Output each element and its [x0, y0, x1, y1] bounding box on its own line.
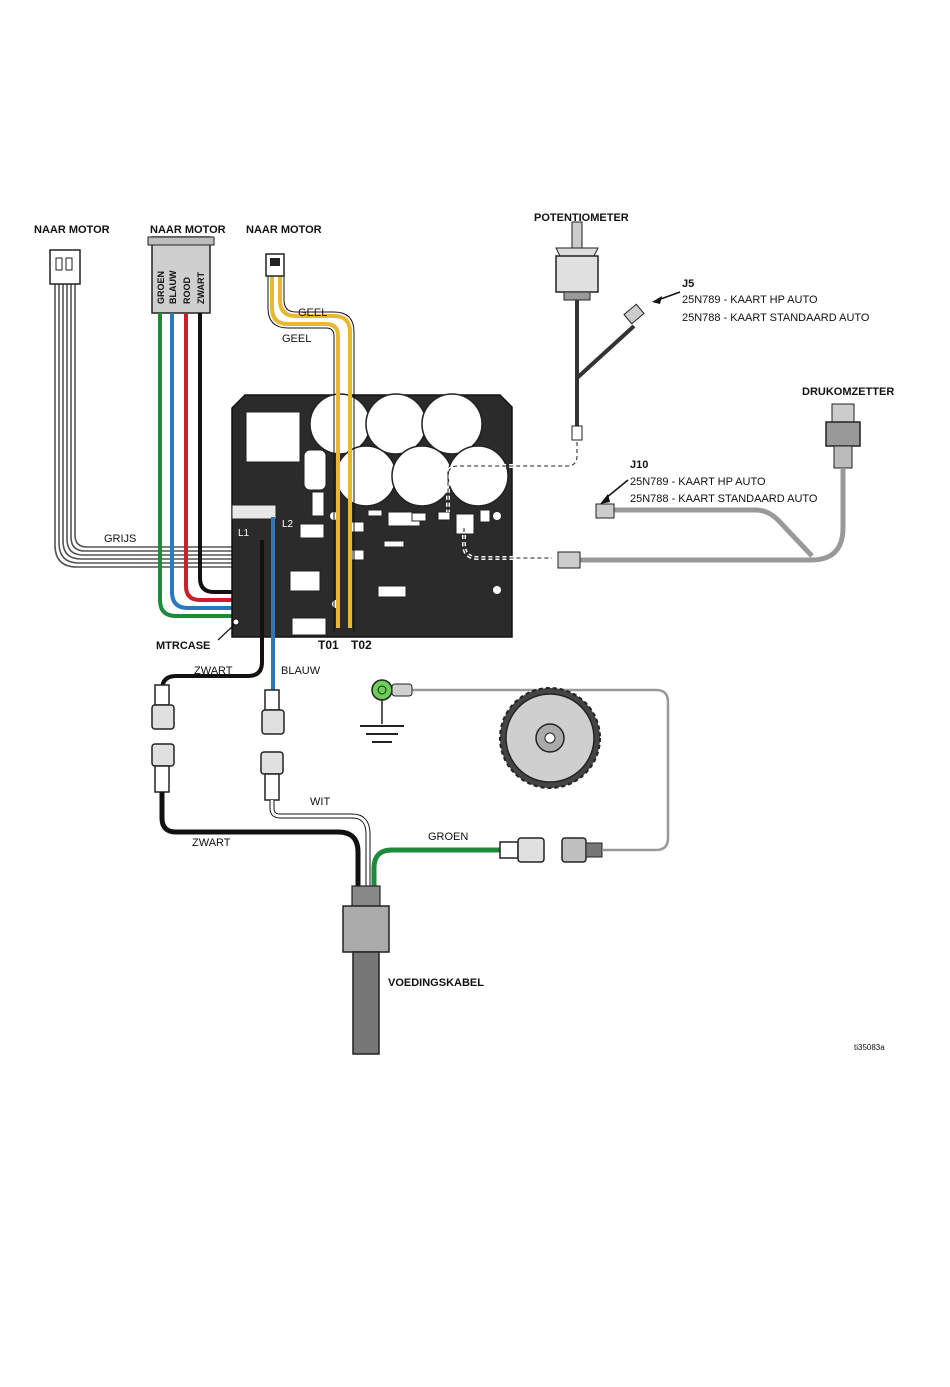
voedingskabel-label: VOEDINGSKABEL — [388, 977, 484, 989]
j5-label: J5 — [682, 278, 694, 290]
arrow-icon — [600, 480, 628, 504]
grijs-label: GRIJS — [104, 533, 136, 545]
motor-left-label: NAAR MOTOR — [34, 224, 110, 236]
arrow-icon — [652, 292, 680, 304]
t01-label: T01 — [318, 638, 339, 652]
j5-line1: 25N789 - KAART HP AUTO — [682, 294, 818, 306]
reference-code: ti35083a — [854, 1043, 885, 1052]
power-cable-boot — [352, 886, 380, 906]
wire-groen-power — [374, 850, 502, 888]
motor-right-label: NAAR MOTOR — [246, 224, 322, 236]
zwart-label-1: ZWART — [194, 665, 233, 677]
connector-wire-blauw: BLAUW — [168, 270, 178, 304]
power-cable — [353, 952, 379, 1054]
j10-line2: 25N788 - KAART STANDAARD AUTO — [630, 493, 818, 505]
wire-wit — [272, 800, 368, 888]
connector-wire-zwart: ZWART — [196, 272, 206, 304]
blauw-label: BLAUW — [281, 665, 321, 677]
l2-label: L2 — [282, 519, 294, 530]
ground-icon — [360, 680, 412, 742]
groen-label: GROEN — [428, 831, 468, 843]
j10-label: J10 — [630, 459, 648, 471]
connector-wire-rood: ROOD — [182, 276, 192, 304]
zwart-label-2: ZWART — [192, 837, 231, 849]
potentiometer — [556, 222, 598, 300]
wit-label: WIT — [310, 796, 330, 808]
potentiometer-label: POTENTIOMETER — [534, 212, 629, 224]
j5-line2: 25N788 - KAART STANDAARD AUTO — [682, 312, 870, 324]
gear-icon — [500, 688, 600, 788]
mtrcase-label: MTRCASE — [156, 640, 210, 652]
t02-label: T02 — [351, 638, 372, 652]
j10-line1: 25N789 - KAART HP AUTO — [630, 476, 766, 488]
geel-label-2: GEEL — [282, 333, 311, 345]
motor-mid-label: NAAR MOTOR — [150, 224, 226, 236]
geel-label-1: GEEL — [298, 307, 327, 319]
motor-connector-left — [50, 250, 80, 284]
drukomzetter-label: DRUKOMZETTER — [802, 386, 894, 398]
connector-wire-groen: GROEN — [156, 271, 166, 304]
pressure-transducer — [826, 404, 860, 468]
l1-label: L1 — [238, 528, 250, 539]
